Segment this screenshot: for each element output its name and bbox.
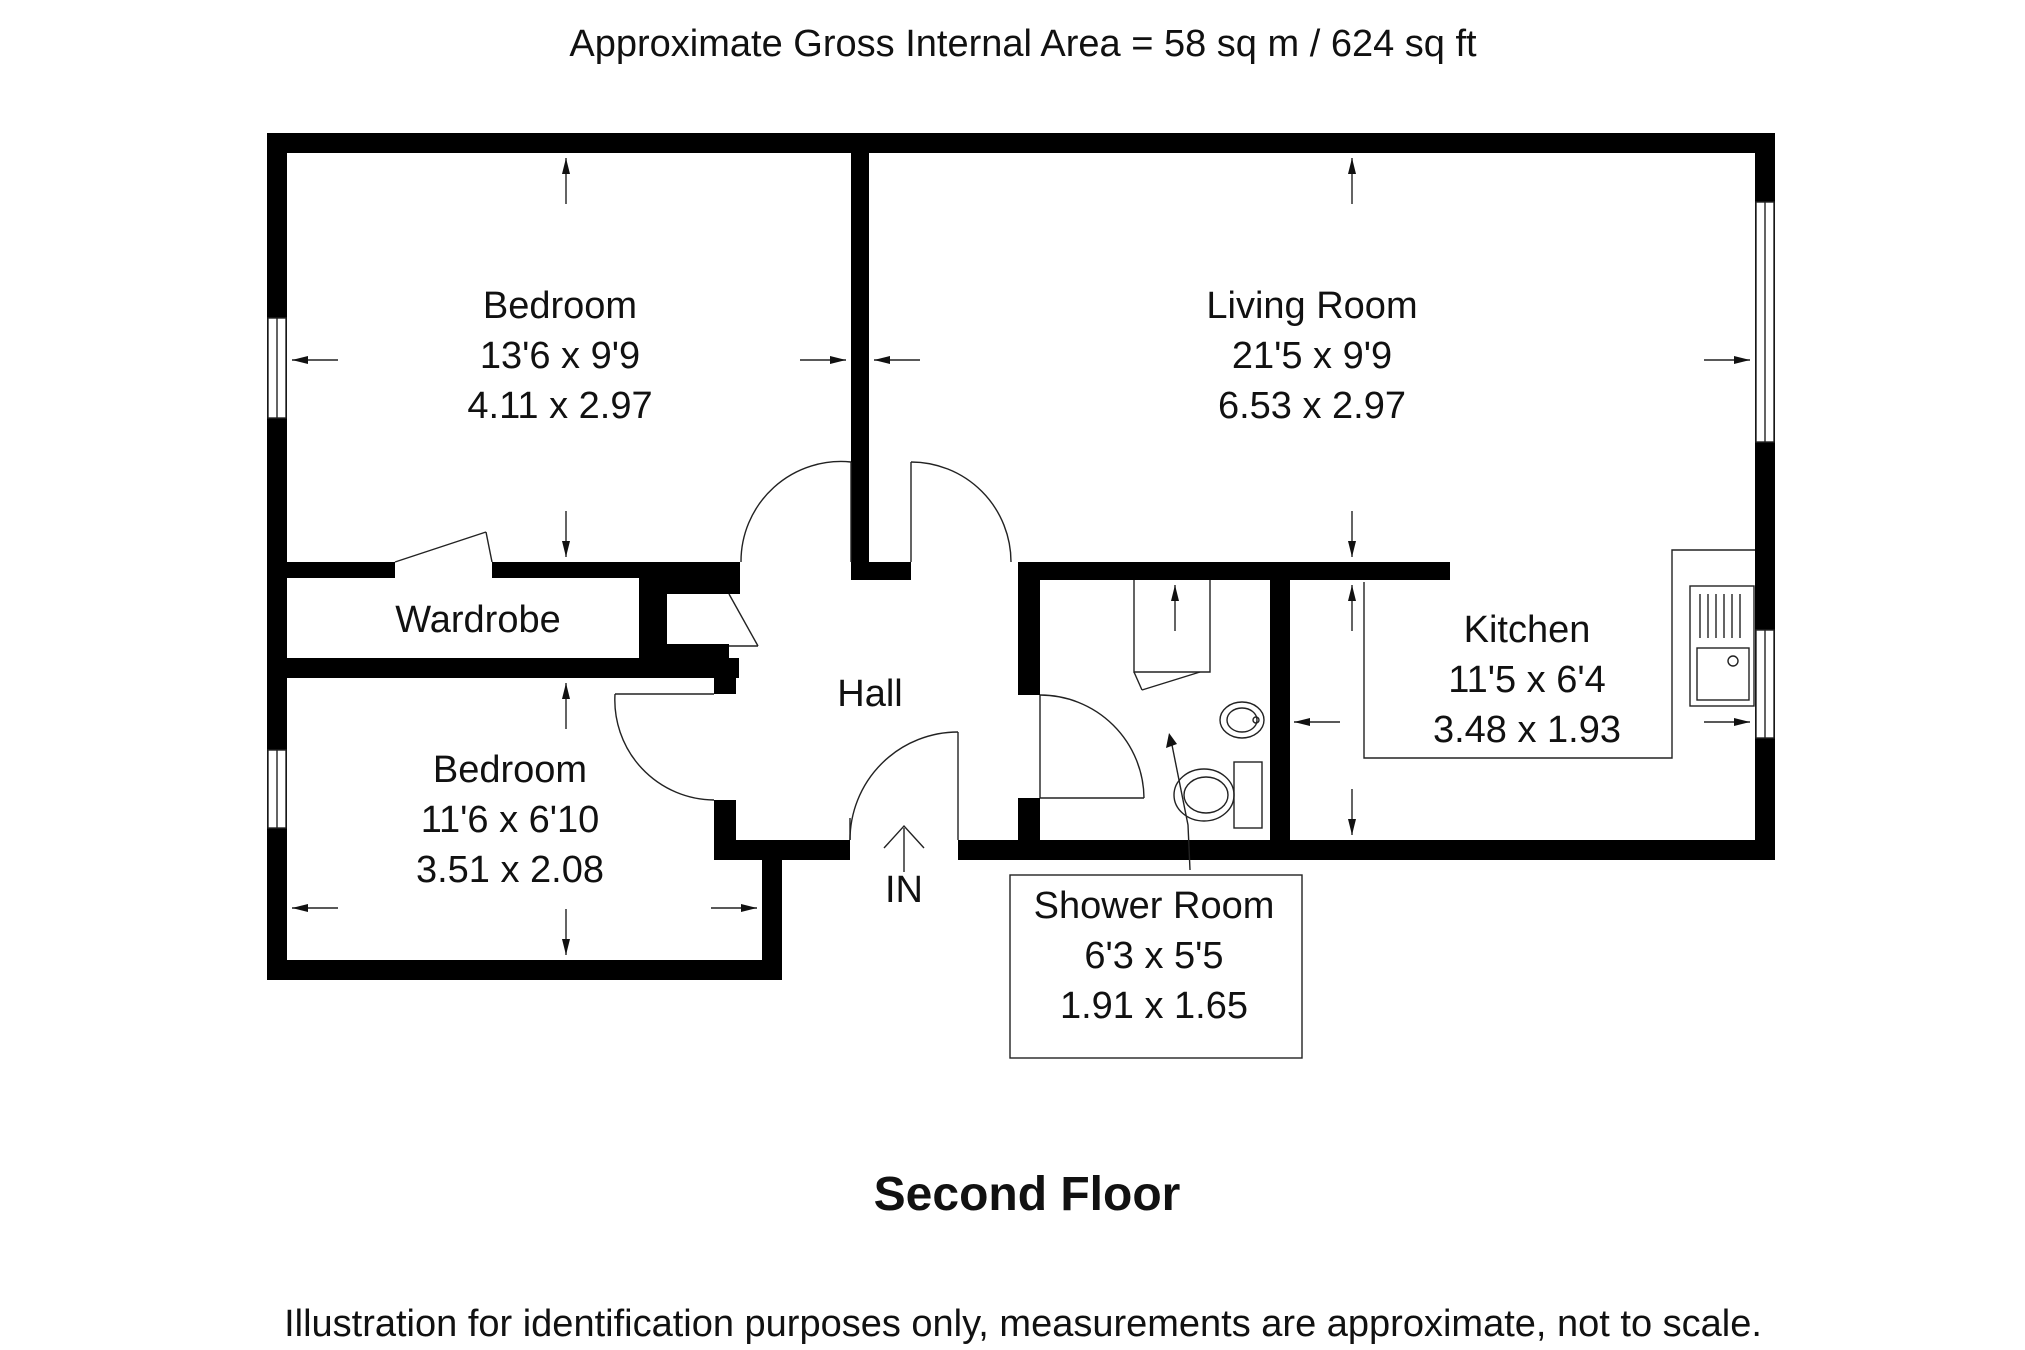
dimension-arrow — [874, 356, 920, 364]
wall-left — [267, 133, 287, 980]
entrance-arrow-icon — [883, 824, 925, 872]
entrance-door-swing — [849, 731, 959, 841]
kitchen-worktop — [1363, 549, 1755, 759]
dimension-arrow — [292, 356, 338, 364]
kitchen-name: Kitchen — [1464, 609, 1591, 651]
room-living: Living Room 21'5 x 9'9 6.53 x 2.97 — [1206, 285, 1417, 427]
wall-wardrobe-right — [639, 578, 655, 660]
wall-hall-left-stub — [714, 658, 736, 694]
wall-bedroom1-bottom-right — [492, 562, 740, 578]
shower-name: Shower Room — [1034, 885, 1275, 927]
sink-drainer — [1699, 594, 1741, 638]
wall-hall-lower-left — [714, 800, 736, 860]
cupboard-door-leaf — [728, 593, 759, 647]
wall-cupboard-top — [655, 578, 740, 594]
living-metric: 6.53 x 2.97 — [1218, 385, 1406, 427]
wall-cupboard-bottom — [655, 644, 729, 660]
gross-area-heading: Approximate Gross Internal Area = 58 sq … — [569, 23, 1477, 65]
bedroom1-imperial: 13'6 x 9'9 — [480, 335, 640, 377]
wall-shower-kitchen — [1270, 580, 1290, 860]
wall-bedroom2-right — [762, 848, 782, 980]
dimension-arrow — [562, 511, 570, 557]
kitchen-metric: 3.48 x 1.93 — [1433, 709, 1621, 751]
living-name: Living Room — [1206, 285, 1417, 327]
shower-room-label-box — [1009, 874, 1303, 1059]
dimension-arrow — [1704, 718, 1750, 726]
wall-top — [267, 133, 1775, 153]
wall-kitchen-top — [1018, 562, 1450, 580]
dimension-arrow — [1348, 158, 1356, 204]
dimension-arrow — [1704, 356, 1750, 364]
shower-imperial: 6'3 x 5'5 — [1084, 935, 1223, 977]
dimension-arrow — [1171, 585, 1179, 631]
dimension-arrow — [1348, 789, 1356, 835]
wall-shower-left-lower — [1018, 798, 1040, 860]
wall-living-stub — [851, 562, 911, 580]
living-imperial: 21'5 x 9'9 — [1232, 335, 1392, 377]
bedroom2-door-swing — [614, 693, 715, 801]
toilet-bowl — [1173, 768, 1235, 822]
doors — [394, 460, 1145, 841]
bedroom2-imperial: 11'6 x 6'10 — [421, 799, 600, 841]
bedroom1-door-swing — [740, 460, 852, 563]
dimension-arrow — [711, 904, 757, 912]
fixtures — [1009, 549, 1755, 1059]
basin — [1219, 701, 1265, 739]
walls — [267, 133, 1775, 980]
dimension-arrow — [1348, 585, 1356, 631]
dimension-arrow — [562, 683, 570, 729]
windows — [267, 201, 1775, 829]
bedroom2-metric: 3.51 x 2.08 — [416, 849, 604, 891]
dimension-arrow — [1294, 718, 1340, 726]
hall-label: Hall — [837, 673, 902, 715]
room-bedroom2: Bedroom 11'6 x 6'10 3.51 x 2.08 — [416, 749, 604, 891]
bedroom2-name: Bedroom — [433, 749, 587, 791]
bedroom1-name: Bedroom — [483, 285, 637, 327]
wardrobe-label: Wardrobe — [395, 599, 560, 641]
kitchen-sink — [1689, 585, 1755, 707]
wall-bottom-left-of-door — [714, 840, 850, 860]
shower-tray — [1133, 580, 1211, 673]
wall-bedroom-living — [851, 153, 869, 580]
bedroom1-metric: 4.11 x 2.97 — [467, 385, 652, 427]
wall-bedroom1-bottom-left — [287, 562, 395, 578]
shower-metric: 1.91 x 1.65 — [1060, 985, 1248, 1027]
shower-door-swing — [1039, 694, 1145, 799]
wall-bottom-right-of-door — [958, 840, 1775, 860]
room-shower: Shower Room 6'3 x 5'5 1.91 x 1.65 — [1034, 885, 1275, 1027]
wall-wardrobe-bottom — [287, 658, 739, 678]
wardrobe-door-leaf — [394, 531, 487, 563]
floor-title: Second Floor — [874, 1168, 1181, 1221]
entrance-label: IN — [885, 869, 923, 911]
wall-shower-left-upper — [1018, 580, 1040, 695]
kitchen-imperial: 11'5 x 6'4 — [1448, 659, 1605, 701]
dimension-arrow — [292, 904, 338, 912]
dimension-arrow — [800, 356, 846, 364]
dimension-arrow — [1348, 511, 1356, 557]
shower-pointer-line — [1171, 744, 1191, 871]
toilet-cistern — [1233, 761, 1263, 829]
dimension-arrow — [562, 158, 570, 204]
room-bedroom1: Bedroom 13'6 x 9'9 4.11 x 2.97 — [467, 285, 652, 427]
dimension-arrows — [292, 158, 1750, 955]
living-door-swing — [910, 461, 1012, 563]
wall-bedroom2-bottom — [267, 960, 782, 980]
disclaimer-text: Illustration for identification purposes… — [284, 1303, 1762, 1345]
dimension-arrow — [562, 909, 570, 955]
wall-cupboard-left — [655, 578, 667, 660]
room-kitchen: Kitchen 11'5 x 6'4 3.48 x 1.93 — [1433, 609, 1621, 751]
